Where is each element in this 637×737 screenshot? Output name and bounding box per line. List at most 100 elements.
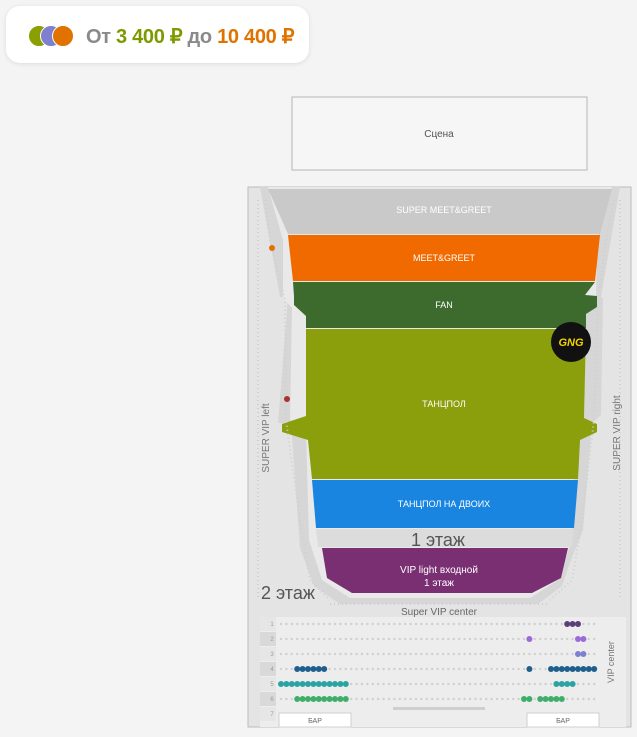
- seat-unavailable: [360, 682, 364, 686]
- seat-unavailable: [333, 637, 337, 641]
- zone-vip-light[interactable]: [322, 548, 568, 593]
- seat-available[interactable]: [321, 681, 328, 687]
- seat-available[interactable]: [558, 681, 565, 687]
- zone-fan[interactable]: [293, 282, 597, 328]
- seat-available[interactable]: [548, 666, 554, 672]
- seat-available[interactable]: [283, 681, 290, 687]
- seat-available[interactable]: [542, 696, 549, 702]
- seat-unavailable: [528, 682, 531, 686]
- seat-available[interactable]: [299, 681, 306, 687]
- seat-available[interactable]: [558, 696, 565, 702]
- seat-available[interactable]: [326, 681, 333, 687]
- seat-unavailable: [528, 652, 531, 656]
- seat-unavailable: [387, 622, 391, 626]
- seat-unavailable: [414, 682, 418, 686]
- seat-available[interactable]: [310, 696, 317, 702]
- seat-available[interactable]: [337, 681, 344, 687]
- seat-unavailable: [382, 637, 385, 641]
- seat-available[interactable]: [575, 621, 581, 627]
- seat-available[interactable]: [569, 621, 576, 627]
- seat-available[interactable]: [321, 666, 328, 672]
- seat-unavailable: [382, 697, 385, 701]
- seat-unavailable: [479, 622, 482, 626]
- seat-available[interactable]: [580, 636, 587, 642]
- seat-unavailable: [555, 622, 558, 626]
- seat-available[interactable]: [526, 636, 533, 642]
- seat-available[interactable]: [315, 666, 322, 672]
- seat-available[interactable]: [553, 666, 560, 672]
- seat-unavailable: [533, 667, 536, 671]
- seat-available[interactable]: [326, 696, 333, 702]
- seat-unavailable: [593, 652, 596, 656]
- seat-unavailable: [468, 622, 472, 626]
- seat-unavailable: [549, 652, 553, 656]
- seat-available[interactable]: [569, 681, 576, 687]
- seat-available[interactable]: [585, 666, 592, 672]
- seat-available[interactable]: [526, 696, 533, 702]
- seat-available[interactable]: [564, 681, 571, 687]
- seat-super-vip-left-available[interactable]: [269, 245, 275, 251]
- seat-available[interactable]: [342, 696, 349, 702]
- seat-available[interactable]: [521, 696, 527, 702]
- zone-super-meet-greet[interactable]: [268, 189, 612, 234]
- seat-available[interactable]: [332, 681, 338, 687]
- zone-dance-floor-for-two[interactable]: [312, 480, 578, 528]
- seat-available[interactable]: [305, 681, 311, 687]
- seat-available[interactable]: [564, 666, 571, 672]
- seat-unavailable: [441, 637, 445, 641]
- seat-unavailable: [582, 682, 585, 686]
- seat-unavailable: [436, 637, 439, 641]
- bar-right-label: БАР: [556, 718, 570, 725]
- seat-available[interactable]: [558, 666, 565, 672]
- seat-available[interactable]: [315, 696, 322, 702]
- seat-available[interactable]: [580, 651, 587, 657]
- seat-unavailable: [490, 652, 493, 656]
- seat-available[interactable]: [575, 636, 581, 642]
- seat-available[interactable]: [294, 666, 301, 672]
- seat-available[interactable]: [569, 666, 576, 672]
- seat-available[interactable]: [310, 666, 317, 672]
- seat-available[interactable]: [591, 666, 598, 672]
- seat-available[interactable]: [337, 696, 344, 702]
- seat-available[interactable]: [278, 681, 284, 687]
- seat-unavailable: [366, 652, 369, 656]
- seat-unavailable: [468, 667, 472, 671]
- seat-unavailable: [436, 697, 439, 701]
- seat-unavailable: [317, 652, 320, 656]
- seat-unavailable: [366, 637, 369, 641]
- zone-meet-greet[interactable]: [288, 235, 600, 281]
- seat-available[interactable]: [526, 666, 533, 672]
- seat-unavailable: [312, 652, 315, 656]
- seat-available[interactable]: [321, 696, 328, 702]
- seat-available[interactable]: [580, 666, 587, 672]
- seat-available[interactable]: [537, 696, 544, 702]
- seat-available[interactable]: [305, 666, 311, 672]
- seat-available[interactable]: [553, 696, 560, 702]
- seat-unavailable: [285, 697, 288, 701]
- seat-available[interactable]: [575, 651, 581, 657]
- zone-dance-floor[interactable]: [282, 329, 597, 479]
- seat-unavailable: [452, 667, 455, 671]
- row-number: 3: [270, 652, 274, 658]
- seat-unavailable: [539, 637, 542, 641]
- seat-available[interactable]: [288, 681, 295, 687]
- seat-available[interactable]: [299, 666, 306, 672]
- seat-available[interactable]: [310, 681, 317, 687]
- seat-available[interactable]: [575, 666, 581, 672]
- seat-available[interactable]: [332, 696, 338, 702]
- seat-unavailable: [458, 697, 461, 701]
- seat-available[interactable]: [299, 696, 306, 702]
- seat-unavailable: [587, 682, 590, 686]
- seat-available[interactable]: [305, 696, 311, 702]
- seat-available[interactable]: [294, 696, 301, 702]
- seat-available[interactable]: [342, 681, 349, 687]
- seat-super-vip-left-available-2[interactable]: [284, 396, 290, 402]
- seat-available[interactable]: [548, 696, 554, 702]
- seat-available[interactable]: [294, 681, 301, 687]
- seat-unavailable: [495, 652, 499, 656]
- seat-unavailable: [350, 697, 353, 701]
- seat-unavailable: [436, 622, 439, 626]
- seat-available[interactable]: [315, 681, 322, 687]
- seat-available[interactable]: [564, 621, 571, 627]
- seat-available[interactable]: [553, 681, 560, 687]
